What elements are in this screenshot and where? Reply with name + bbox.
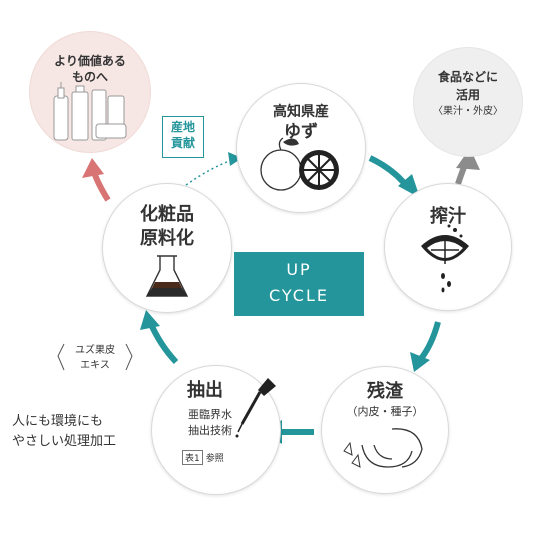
node-value-line2: ものへ	[71, 70, 108, 84]
eco-line1: 人にも環境にも	[12, 414, 104, 429]
node-cosme-line2: 原料化	[140, 228, 194, 249]
node-press: 搾汁	[384, 183, 512, 311]
cosmetic-bottles-icon	[53, 82, 127, 141]
node-food-line1: 食品などに	[437, 70, 498, 84]
dotted-regional-line	[185, 159, 233, 186]
node-extract-line1: 亜臨界水	[188, 408, 232, 421]
arrow-press-to-residue	[417, 321, 441, 362]
arrow-head-residue	[410, 352, 430, 372]
node-extract-label: 抽出	[187, 380, 223, 401]
node-press-label: 搾汁	[430, 206, 466, 227]
yuzu-icon	[260, 137, 339, 191]
arrow-head-value	[82, 158, 104, 178]
node-extract-line2: 抽出技術	[188, 424, 232, 437]
node-higher-value: より価値ある ものへ	[29, 31, 151, 153]
peel-residue-icon	[343, 428, 423, 468]
yuzu-extract-line1: ユズ果皮	[75, 345, 115, 356]
dropper-icon	[235, 378, 276, 438]
node-kochi-yuzu: 高知県産 ゆず	[236, 83, 366, 213]
node-food-use: 食品などに 活用 〈果汁・外皮〉	[413, 47, 523, 157]
regional-contribution-box: 産地 貢献	[162, 116, 204, 158]
eco-processing-callout: 人にも環境にも やさしい処理加工	[12, 412, 152, 451]
upcycle-line2: CYCLE	[269, 286, 329, 305]
node-kochi-line2: ゆず	[284, 122, 318, 142]
arrow-head-food	[456, 148, 480, 170]
regional-line1: 産地	[170, 120, 195, 134]
node-food-line3: 〈果汁・外皮〉	[433, 106, 503, 117]
node-residue-sub: （内皮・種子）	[346, 405, 424, 418]
node-food-line2: 活用	[455, 88, 480, 102]
arrow-head-cosmetic	[140, 310, 160, 330]
yuzu-peel-extract-callout: ユズ果皮 エキス	[60, 344, 130, 373]
upcycle-line1: UP	[286, 260, 312, 279]
dotted-regional-head	[228, 152, 242, 166]
eco-line2: やさしい処理加工	[12, 433, 117, 449]
node-residue: 残渣 （内皮・種子）	[321, 366, 449, 494]
node-value-line1: より価値ある	[54, 54, 126, 68]
table-ref-box: 表1	[182, 450, 203, 465]
flask-icon	[145, 255, 189, 297]
node-cosmetic-material: 化粧品 原料化	[102, 183, 232, 313]
regional-line2: 貢献	[170, 135, 195, 150]
yuzu-extract-line2: エキス	[80, 359, 110, 371]
arrow-extract-to-cosmetic	[147, 320, 179, 365]
upcycle-badge: UP CYCLE	[234, 252, 364, 316]
table-ref-text: 参照	[205, 454, 224, 464]
node-kochi-line1: 高知県産	[273, 104, 329, 120]
squeezed-lemon-icon	[421, 224, 469, 293]
node-residue-label: 残渣	[367, 381, 403, 402]
node-cosme-line1: 化粧品	[140, 204, 194, 225]
